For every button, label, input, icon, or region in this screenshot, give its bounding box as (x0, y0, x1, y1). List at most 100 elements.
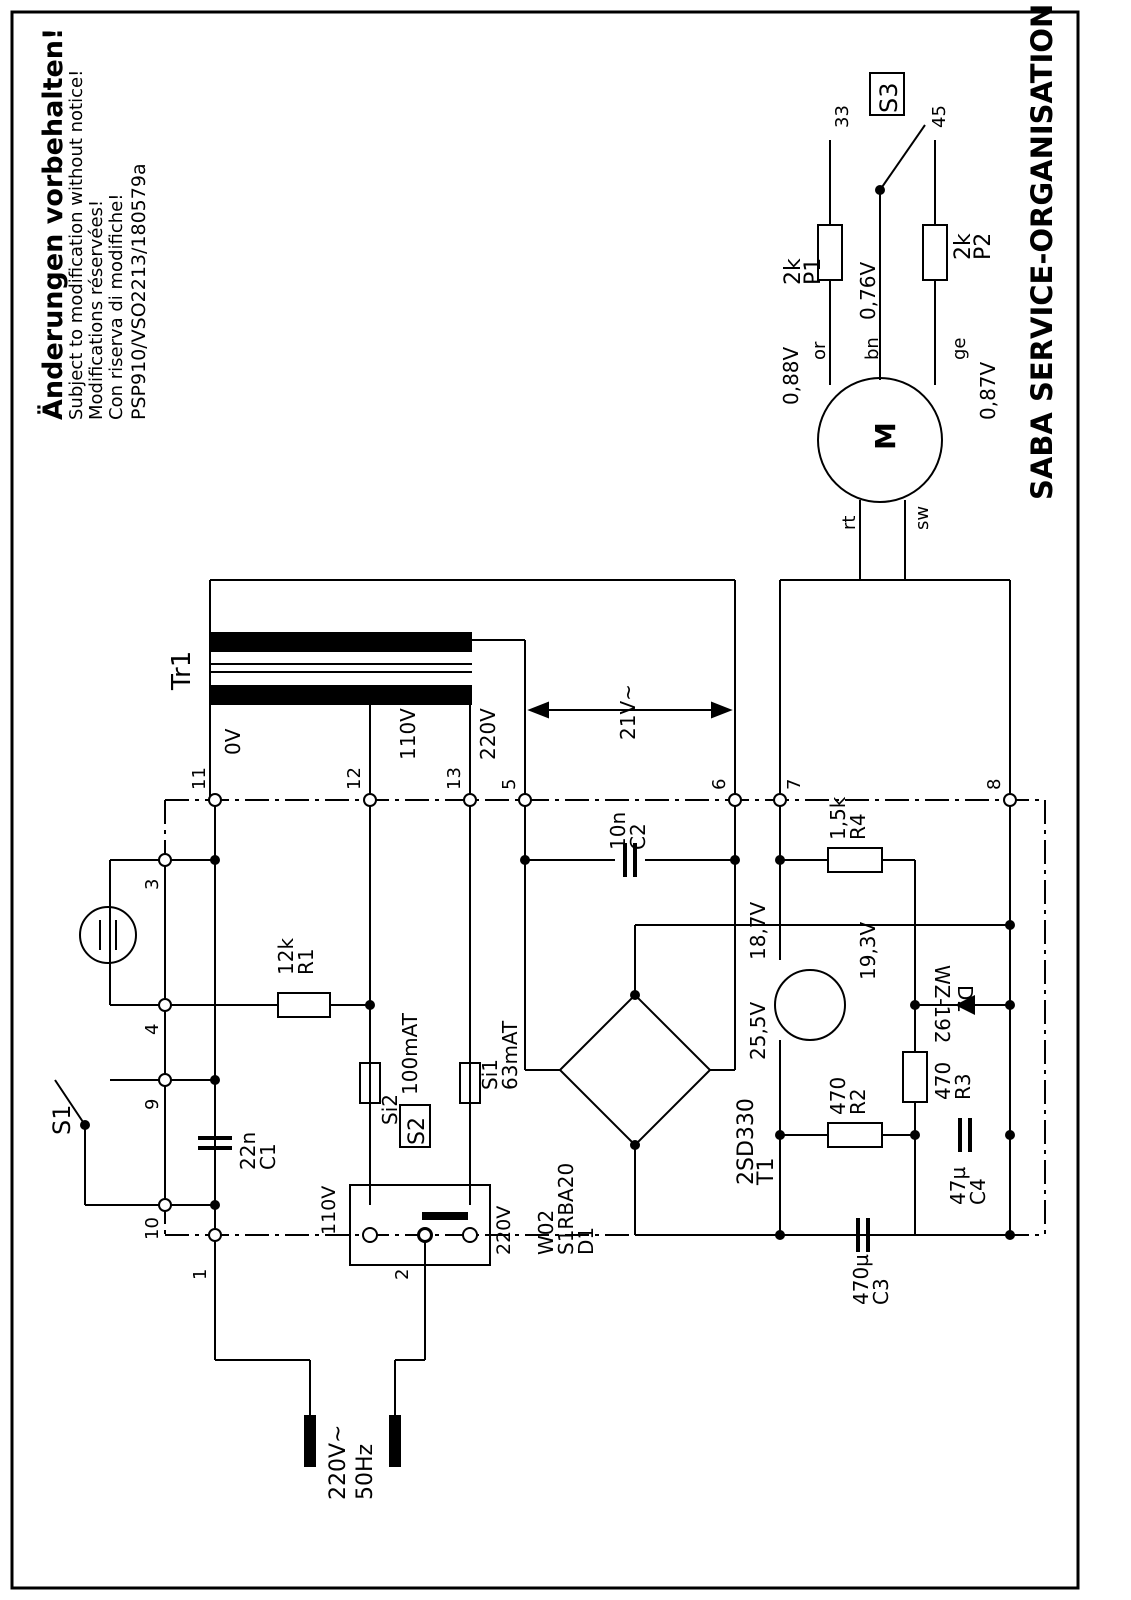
wire-bn: bn (862, 337, 883, 360)
notice-line-3: Con riserva di modifiche! (106, 194, 127, 420)
p2-value: 2k (951, 233, 976, 260)
terminal-1: 1 (190, 1269, 211, 1280)
tap-110v: 110V (396, 708, 420, 760)
terminal-6: 6 (709, 779, 730, 790)
t1-collector-voltage: 18,7V (746, 901, 770, 960)
c4-capacitor (958, 1118, 972, 1152)
terminal-11: 11 (189, 767, 210, 790)
tap-0v: 0V (221, 728, 245, 755)
s3-label-box: S3 (869, 72, 905, 116)
d1-type-1: W02 (534, 1210, 558, 1255)
motor-or-voltage: 0,88V (779, 346, 803, 405)
c2-capacitor (623, 843, 637, 877)
s2-110-label: 110V (318, 1186, 340, 1235)
r3-resistor (902, 1051, 928, 1103)
terminal-45: 45 (929, 105, 950, 128)
wire-sw: sw (912, 506, 933, 530)
terminal-7: 7 (784, 779, 805, 790)
s2-fuse-section (349, 800, 491, 1266)
s2-label: S2 (405, 1117, 430, 1145)
c1-value: 22n (236, 1132, 260, 1170)
terminal-12: 12 (344, 767, 365, 790)
tap-220v: 220V (476, 708, 500, 760)
p1-ref: P1 (801, 258, 826, 285)
brand-label: SABA SERVICE-ORGANISATION (1025, 4, 1059, 500)
si1-ref: Si1 (478, 1059, 502, 1090)
s3-label: S3 (875, 82, 903, 113)
p1-value: 2k (781, 258, 806, 285)
rectifier-section (524, 579, 1011, 1236)
r2-resistor (827, 1122, 883, 1148)
wire-rt: rt (839, 516, 860, 530)
secondary-voltage: 21V~ (616, 684, 640, 740)
d1-ref: D1 (574, 1227, 598, 1255)
transformer-tr1 (209, 579, 736, 800)
secondary-voltage-arrow (527, 701, 733, 719)
r2-value: 470 (826, 1077, 850, 1115)
r3-ref: R3 (951, 1073, 975, 1100)
mains-voltage: 220V~ (326, 1425, 351, 1500)
motor-bn-voltage: 0,76V (856, 261, 880, 320)
r4-value: 1,5k (826, 796, 850, 840)
t1-base-voltage: 25,5V (746, 1001, 770, 1060)
s2-slider (422, 1212, 468, 1220)
wire-or: or (809, 341, 830, 360)
c4-value: 47µ (946, 1167, 970, 1205)
c2-ref: C2 (626, 823, 650, 850)
terminal-circles (158, 793, 1017, 1242)
c3-ref: C3 (869, 1278, 893, 1305)
motor-label: M (869, 422, 902, 450)
d1-type-2: S1RBA20 (554, 1163, 578, 1255)
s1-pivot (80, 1120, 90, 1130)
terminal-10: 10 (142, 1217, 163, 1240)
c4-ref: C4 (966, 1178, 990, 1205)
motor-section (817, 124, 948, 580)
wire-ge: ge (949, 338, 970, 361)
tr1-label: Tr1 (167, 651, 197, 691)
t1-type: 2SD330 (734, 1098, 759, 1185)
mains-pin-1 (304, 1415, 316, 1467)
s2-220-label: 220V (493, 1206, 515, 1255)
r4-resistor (827, 847, 883, 873)
s1-label: S1 (48, 1104, 76, 1135)
s3-pivot (875, 185, 885, 195)
c3-capacitor (856, 1218, 870, 1252)
d2-zener-diode (955, 995, 975, 1015)
t1-emitter-voltage: 19,3V (856, 921, 880, 980)
si2-ref: Si2 (378, 1094, 402, 1125)
notice-heading: Änderungen vorbehalten! (37, 28, 69, 420)
c1-capacitor (198, 1136, 232, 1150)
terminal-5: 5 (499, 779, 520, 790)
s2-label-box: S2 (399, 1104, 431, 1148)
junction-dots (210, 855, 1015, 1240)
r1-ref: R1 (294, 948, 318, 975)
board-outline (164, 799, 1046, 1236)
frame (10, 10, 1080, 1590)
t1-ref: T1 (754, 1158, 779, 1186)
c3-value: 470µ (849, 1254, 873, 1305)
motor-ge-voltage: 0,87V (976, 361, 1000, 420)
terminal-4: 4 (142, 1024, 163, 1035)
terminal-33: 33 (832, 105, 853, 128)
r4-ref: R4 (846, 813, 870, 840)
terminal-3: 3 (142, 879, 163, 890)
notice-line-4: PSP910/VSO2213/180579a (128, 163, 150, 420)
mains-frequency: 50Hz (353, 1444, 378, 1500)
c1-ref: C1 (256, 1143, 280, 1170)
notice-line-2: Modifications réservées! (86, 200, 107, 420)
d2-ref: D2 (953, 985, 977, 1013)
r3-value: 470 (931, 1062, 955, 1100)
terminal-8: 8 (984, 779, 1005, 790)
c2-value: 10n (606, 812, 630, 850)
d2-type: WZ-192 (930, 965, 954, 1044)
r1-resistor (277, 992, 331, 1018)
mains-pin-2 (389, 1415, 401, 1467)
terminal-9: 9 (142, 1099, 163, 1110)
r1-value: 12k (274, 938, 298, 975)
notice-line-1: Subject to modification without notice! (66, 70, 87, 420)
p2-ref: P2 (971, 233, 996, 260)
si1-value: 63mAT (498, 1020, 522, 1090)
r2-ref: R2 (846, 1088, 870, 1115)
terminal-2: 2 (392, 1269, 413, 1280)
